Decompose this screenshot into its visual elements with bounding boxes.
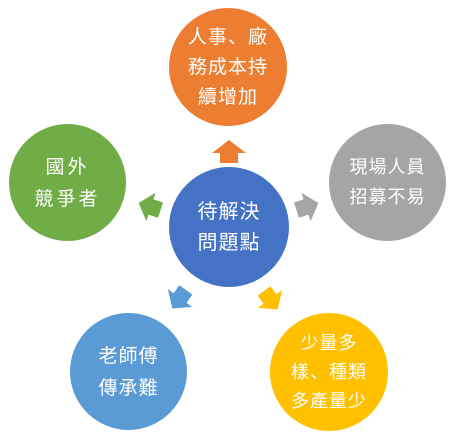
- arrow-to-left: [138, 192, 163, 222]
- node-bottom-left-line-1: 老師傅: [98, 344, 159, 367]
- arrow-to-right-shape: [294, 192, 319, 222]
- arrow-to-bottom-left: [167, 285, 193, 309]
- node-bottom-right-line-1: 少量多: [300, 332, 358, 354]
- node-left-line-1: 國外: [45, 155, 90, 178]
- arrow-to-top: [212, 140, 246, 163]
- node-right: 現場人員 招募不易: [329, 124, 446, 241]
- node-left-line-2: 競爭者: [34, 187, 101, 210]
- node-top: 人事、廠 務成本持 續增加: [169, 8, 287, 126]
- node-top-line-3: 續增加: [197, 86, 258, 108]
- node-bottom-left: 老師傅 傳承難: [70, 313, 187, 430]
- center-node: 待解決 問題點: [169, 167, 289, 287]
- arrow-to-bottom-right: [257, 286, 283, 310]
- node-bottom-right: 少量多 樣、種類 多產量少: [270, 313, 388, 431]
- center-node-line-1: 待解決: [197, 199, 261, 223]
- node-top-line-1: 人事、廠: [187, 26, 268, 48]
- arrow-to-bottom-right-shape: [257, 286, 283, 310]
- node-right-line-1: 現場人員: [349, 156, 426, 178]
- node-bottom-right-line-3: 多產量少: [291, 390, 367, 412]
- node-right-line-2: 招募不易: [349, 186, 426, 208]
- arrow-to-bottom-left-shape: [167, 285, 193, 309]
- node-left: 國外 競爭者: [9, 124, 126, 241]
- arrow-to-left-shape: [138, 192, 163, 222]
- center-node-line-2: 問題點: [197, 230, 261, 254]
- node-bottom-right-line-2: 樣、種類: [291, 361, 367, 383]
- node-top-line-2: 務成本持: [187, 56, 268, 78]
- node-bottom-left-line-2: 傳承難: [98, 376, 159, 399]
- arrow-to-top-shape: [212, 140, 246, 163]
- arrow-to-right: [294, 192, 319, 222]
